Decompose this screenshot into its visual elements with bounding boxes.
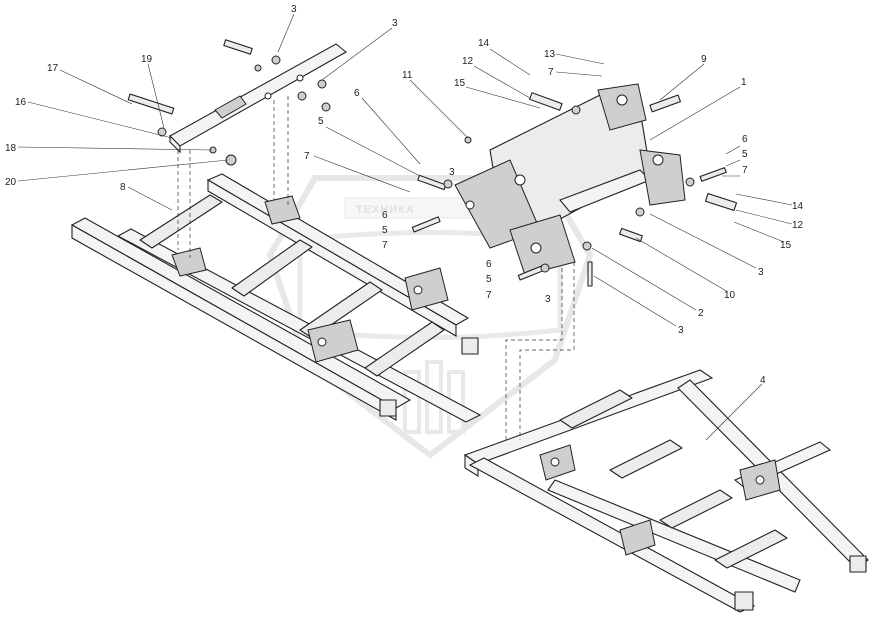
callout-3: 3 (291, 4, 297, 15)
watermark-text: ТЕХНИКА (356, 204, 415, 216)
callout-14: 14 (792, 201, 804, 212)
callout-17: 17 (47, 63, 59, 74)
callout-2: 2 (698, 308, 704, 319)
callout-6: 6 (486, 259, 492, 270)
callout-15: 15 (780, 240, 792, 251)
callout-12: 12 (462, 56, 474, 67)
callout-16: 16 (15, 97, 27, 108)
frame-8-brackets (171, 195, 449, 363)
callout-6: 6 (382, 210, 388, 221)
callout-20: 20 (5, 177, 17, 188)
leader-lines (17, 13, 793, 441)
callout-3: 3 (449, 167, 455, 178)
callout-5: 5 (486, 274, 492, 285)
callout-19: 19 (141, 54, 153, 65)
frame-8 (70, 173, 482, 423)
callout-14: 14 (478, 38, 490, 49)
callout-3: 3 (545, 294, 551, 305)
callout-3: 3 (392, 18, 398, 29)
callout-13: 13 (544, 49, 556, 60)
callout-5: 5 (382, 225, 388, 236)
callout-6: 6 (742, 134, 748, 145)
callout-8: 8 (120, 182, 126, 193)
callout-4: 4 (760, 375, 766, 386)
frame-4 (463, 369, 869, 613)
callout-3: 3 (678, 325, 684, 336)
coupling-assembly-1 (454, 83, 686, 276)
alignment-lines (177, 96, 575, 440)
loose-pins-center (411, 92, 738, 287)
callout-7: 7 (382, 240, 388, 251)
callout-10: 10 (724, 290, 736, 301)
callout-5: 5 (742, 149, 748, 160)
callout-15: 15 (454, 78, 466, 89)
callout-7: 7 (304, 151, 310, 162)
callout-5: 5 (318, 116, 324, 127)
callout-1: 1 (741, 77, 747, 88)
callout-3: 3 (758, 267, 764, 278)
callout-6: 6 (354, 88, 360, 99)
cross-beam-16 (169, 43, 347, 154)
callout-18: 18 (5, 143, 17, 154)
callout-numbers: 3 3 19 17 16 18 20 8 5 6 7 11 14 12 15 1… (5, 4, 804, 386)
callout-9: 9 (701, 54, 707, 65)
callout-7: 7 (486, 290, 492, 301)
pin-17 (127, 93, 175, 115)
pin-top-3 (223, 39, 253, 55)
callout-11: 11 (402, 70, 413, 81)
callout-7: 7 (742, 165, 748, 176)
callout-7: 7 (548, 67, 554, 78)
callout-12: 12 (792, 220, 804, 231)
